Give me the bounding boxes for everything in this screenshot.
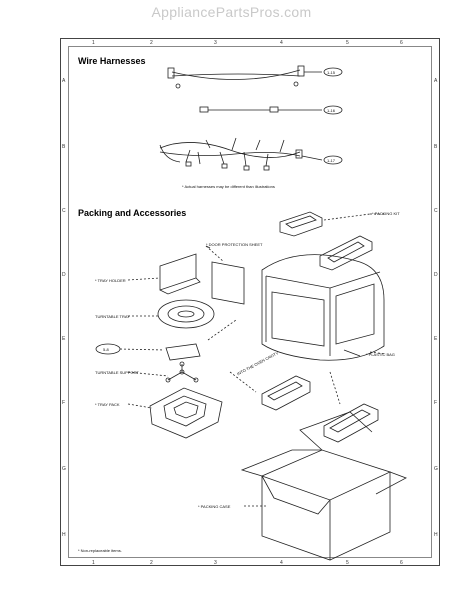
col-label-2: 2 xyxy=(150,40,153,46)
footnote: * Non-replaceable items. xyxy=(78,548,122,553)
turntable-tray-drawing xyxy=(157,299,215,329)
row-label-d: D xyxy=(62,272,66,278)
turntable-support-drawing xyxy=(165,361,199,383)
col-label-bottom-2: 2 xyxy=(150,560,153,566)
col-label-6: 6 xyxy=(400,40,403,46)
callout-1-16: 1-16 xyxy=(327,108,336,113)
row-label-right-b: B xyxy=(434,144,438,150)
label-packing-case: * PACKING CASE xyxy=(198,504,231,509)
col-label-1: 1 xyxy=(92,40,95,46)
col-label-bottom-6: 6 xyxy=(400,560,403,566)
col-label-bottom-3: 3 xyxy=(214,560,217,566)
row-label-right-g: G xyxy=(434,466,438,472)
row-label-right-h: H xyxy=(434,532,438,538)
row-label-f: F xyxy=(62,400,66,406)
oven-plastic-bag-drawing xyxy=(261,254,385,361)
harness-1-15-drawing xyxy=(167,65,343,89)
label-door-protection-sheet: * DOOR PROTECTION SHEET xyxy=(206,242,263,247)
harness-note: * Actual harnesses may be different than… xyxy=(182,184,275,189)
harness-1-17-drawing xyxy=(159,137,343,171)
row-label-c: C xyxy=(62,208,66,214)
row-label-h: H xyxy=(62,532,66,538)
label-5-8: 5-8 xyxy=(103,347,109,352)
wire-harnesses-heading: Wire Harnesses xyxy=(78,56,146,66)
callout-1-17: 1-17 xyxy=(327,158,336,163)
col-label-bottom-5: 5 xyxy=(346,560,349,566)
harness-1-16-drawing xyxy=(199,105,343,115)
label-packing-kit: * PACKING KIT xyxy=(372,211,400,216)
label-turntable-tray: TURNTABLE TRAY xyxy=(95,314,130,319)
col-label-4: 4 xyxy=(280,40,283,46)
diagram-frame xyxy=(60,38,440,566)
row-label-g: G xyxy=(62,466,66,472)
foam-blocks-drawing xyxy=(229,371,379,443)
row-label-right-d: D xyxy=(434,272,438,278)
row-label-e: E xyxy=(62,336,66,342)
col-label-bottom-4: 4 xyxy=(280,560,283,566)
row-label-right-e: E xyxy=(434,336,438,342)
row-label-b: B xyxy=(62,144,66,150)
col-label-bottom-1: 1 xyxy=(92,560,95,566)
row-label-right-c: C xyxy=(434,208,438,214)
label-tray-pack: * TRAY PACK xyxy=(95,402,120,407)
label-plastic-bag: * PLASTIC BAG xyxy=(366,352,395,357)
part-5-8-drawing xyxy=(95,343,201,361)
tray-holder-drawing xyxy=(159,253,201,295)
callout-1-15: 1-15 xyxy=(327,70,336,75)
col-label-5: 5 xyxy=(346,40,349,46)
col-label-3: 3 xyxy=(214,40,217,46)
leader-lines xyxy=(127,213,387,507)
row-label-right-a: A xyxy=(434,78,438,84)
row-label-right-f: F xyxy=(434,400,438,406)
site-watermark: AppliancePartsPros.com xyxy=(151,4,312,20)
diagram-inner-frame xyxy=(68,46,432,558)
door-protection-sheet-drawing xyxy=(205,245,245,305)
packing-accessories-heading: Packing and Accessories xyxy=(78,208,187,218)
label-turntable-support: TURNTABLE SUPPORT xyxy=(95,370,139,375)
packing-kit-drawing xyxy=(279,211,373,271)
label-tray-holder: * TRAY HOLDER xyxy=(95,278,126,283)
row-label-a: A xyxy=(62,78,66,84)
tray-pack-drawing xyxy=(149,387,223,439)
